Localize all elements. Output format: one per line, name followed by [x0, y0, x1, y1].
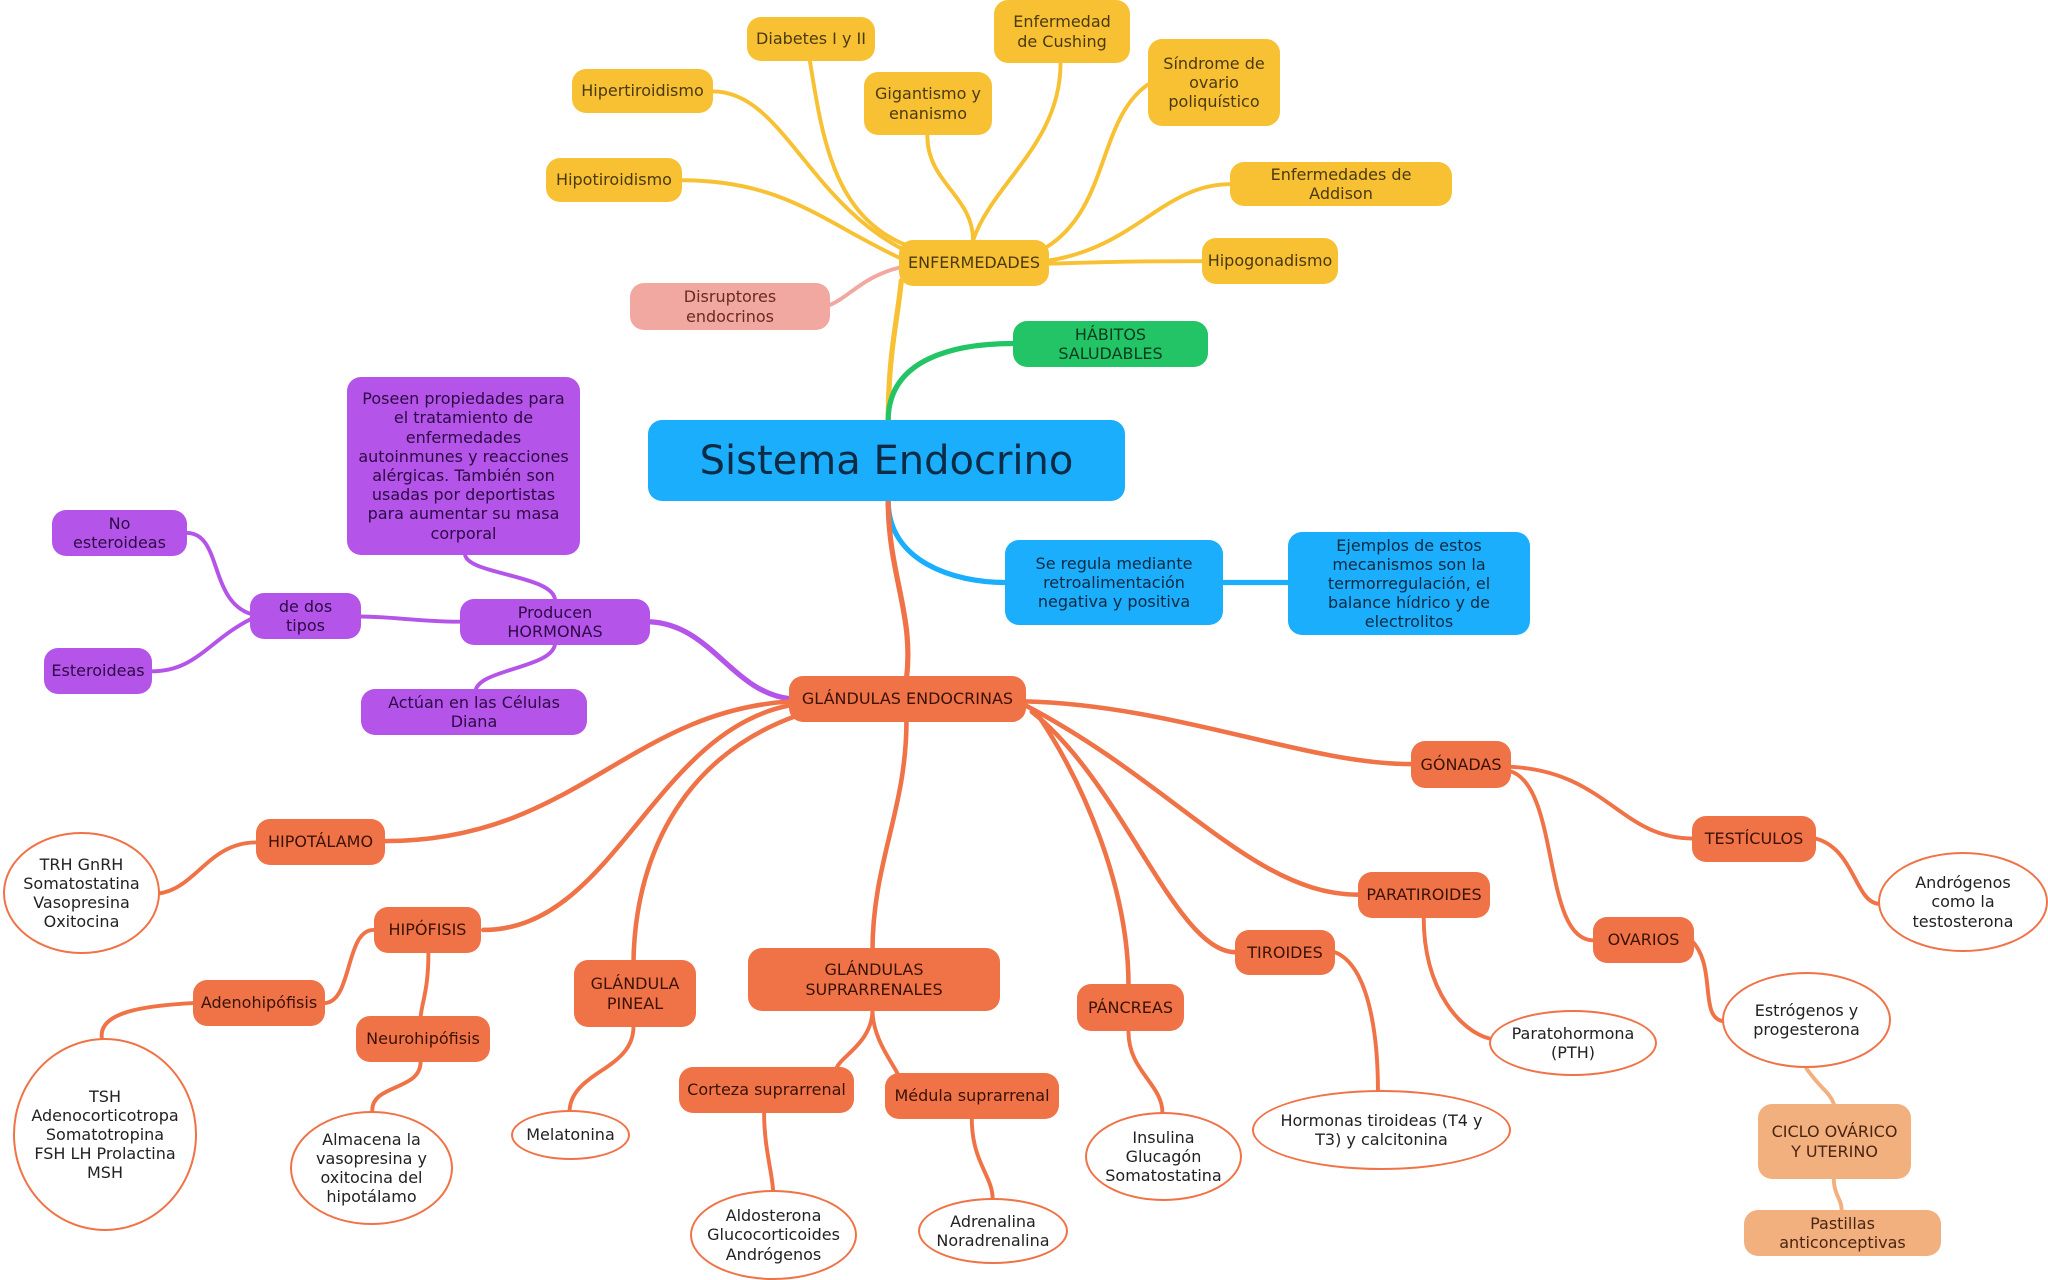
node-adenohipofisis[interactable]: Adenohipófisis [193, 980, 325, 1026]
link-adeno-hormonas [99, 1001, 196, 1041]
node-disruptores[interactable]: Disruptores endocrinos [630, 283, 830, 330]
link-hipotalamo-hormonas [157, 840, 258, 896]
link-corteza-hormonas [762, 1110, 776, 1196]
link-hormonas-propiedades [463, 551, 558, 603]
link-ciclo-pastillas [1831, 1176, 1844, 1212]
node-hipofisis[interactable]: HIPÓFISIS [374, 907, 481, 953]
node-neurohipofisis[interactable]: Neurohipófisis [356, 1016, 490, 1062]
link-pineal-melatonina [567, 1024, 636, 1115]
link-testiculos-hormonas [1813, 836, 1881, 906]
link-central-glandulas [885, 497, 911, 682]
node-pastillas-anticonceptivas[interactable]: Pastillas anticonceptivas [1744, 1210, 1941, 1256]
node-paratiroides[interactable]: PARATIROIDES [1358, 872, 1490, 918]
node-adeno-hormonas[interactable]: TSH Adenocorticotropa Somatotropina FSH … [13, 1038, 197, 1231]
node-medula-hormonas[interactable]: Adrenalina Noradrenalina [918, 1198, 1068, 1264]
node-no-esteroideas[interactable]: No esteroideas [52, 510, 187, 556]
node-glandulas-endocrinas[interactable]: GLÁNDULAS ENDOCRINAS [789, 676, 1026, 722]
link-glandulas-hormonas [646, 619, 793, 702]
link-gl-pineal [631, 713, 800, 969]
node-addison[interactable]: Enfermedades de Addison [1230, 162, 1452, 206]
node-melatonina[interactable]: Melatonina [511, 1110, 630, 1160]
node-gonadas[interactable]: GÓNADAS [1411, 741, 1511, 788]
link-hormonas-diana [473, 640, 558, 695]
link-hormonas-tipos [358, 614, 462, 624]
node-producen-hormonas[interactable]: Producen HORMONAS [460, 599, 650, 645]
link-paratiroides-hormona [1421, 914, 1491, 1041]
link-gonadas-ovarios [1506, 768, 1596, 943]
node-pancreas[interactable]: PÁNCREAS [1077, 984, 1184, 1031]
node-tiroides-hormonas[interactable]: Hormonas tiroideas (T4 y T3) y calcitoni… [1252, 1090, 1511, 1170]
link-enf-disruptores [826, 265, 901, 308]
link-gl-suprarrenales [870, 718, 909, 954]
node-glandula-pineal[interactable]: GLÁNDULA PINEAL [574, 960, 696, 1027]
node-glandulas-suprarrenales[interactable]: GLÁNDULAS SUPRARRENALES [748, 948, 1000, 1011]
link-tipos-ester [149, 617, 253, 674]
node-diabetes[interactable]: Diabetes I y II [747, 17, 875, 61]
link-gl-hipotalamo [381, 699, 793, 844]
node-tiroides[interactable]: TIROIDES [1235, 930, 1335, 975]
node-hipogonadismo[interactable]: Hipogonadismo [1202, 238, 1338, 284]
link-pancreas-hormonas [1126, 1029, 1165, 1115]
node-regulacion[interactable]: Se regula mediante retroalimentación neg… [1005, 540, 1223, 625]
node-ovarios-hormonas[interactable]: Estrógenos y progesterona [1722, 972, 1891, 1068]
link-tiroides-hormonas [1332, 950, 1380, 1093]
link-enf-hipertiroidismo [711, 89, 917, 257]
node-celulas-diana[interactable]: Actúan en las Células Diana [361, 689, 587, 735]
link-enf-diabetes [807, 58, 917, 251]
node-corteza-suprarrenal[interactable]: Corteza suprarrenal [679, 1067, 854, 1113]
node-habitos-saludables[interactable]: HÁBITOS SALUDABLES [1013, 321, 1208, 367]
node-dos-tipos[interactable]: de dos tipos [250, 593, 361, 639]
node-esteroideas[interactable]: Esteroideas [44, 648, 152, 694]
node-paratohormona[interactable]: Paratohormona (PTH) [1489, 1010, 1657, 1076]
link-medula-hormonas [969, 1116, 995, 1201]
node-cushing[interactable]: Enfermedad de Cushing [994, 0, 1130, 63]
link-enf-gigantismo [925, 133, 976, 243]
link-gl-paratiroides [1023, 703, 1361, 897]
central-topic[interactable]: Sistema Endocrino [648, 420, 1125, 501]
node-medula-suprarrenal[interactable]: Médula suprarrenal [885, 1073, 1059, 1119]
node-sindrome-ovario[interactable]: Síndrome de ovario poliquístico [1148, 39, 1280, 126]
link-enf-sindrome [1042, 81, 1152, 251]
link-gonadas-testiculos [1506, 764, 1695, 841]
link-ovarios-hormonas [1689, 938, 1727, 1024]
node-testiculos-hormonas[interactable]: Andrógenos como la testosterona [1878, 852, 2048, 952]
node-ejemplos-mecanismos[interactable]: Ejemplos de estos mecanismos son la term… [1288, 532, 1530, 635]
node-hipertiroidismo[interactable]: Hipertiroidismo [572, 69, 713, 113]
link-supra-corteza [833, 1007, 875, 1073]
link-hipofisis-neuro [418, 951, 431, 1021]
node-hipotalamo-hormonas[interactable]: TRH GnRH Somatostatina Vasopresina Oxito… [3, 832, 160, 954]
link-gl-pancreas [1036, 713, 1131, 988]
link-gl-hipofisis [480, 703, 793, 933]
node-ovarios[interactable]: OVARIOS [1593, 917, 1694, 963]
node-gigantismo[interactable]: Gigantismo y enanismo [864, 72, 992, 135]
link-central-habitos [885, 340, 1017, 424]
node-testiculos[interactable]: TESTÍCULOS [1692, 816, 1816, 862]
link-enf-hipogonadismo [1042, 259, 1204, 266]
link-enf-cushing [971, 60, 1063, 243]
link-ovarios-ciclo [1804, 1066, 1836, 1106]
link-enf-addison [1042, 182, 1233, 264]
node-corteza-hormonas[interactable]: Aldosterona Glucocorticoides Andrógenos [690, 1190, 857, 1280]
link-gl-tiroides [1029, 709, 1238, 955]
node-ciclo-ovarico[interactable]: CICLO OVÁRICO Y UTERINO [1758, 1104, 1911, 1179]
link-hipofisis-adeno [321, 927, 376, 1006]
node-neuro-funcion[interactable]: Almacena la vasopresina y oxitocina del … [290, 1111, 453, 1225]
node-propiedades[interactable]: Poseen propiedades para el tratamiento d… [347, 377, 580, 555]
link-gl-gonadas [1023, 699, 1413, 767]
node-pancreas-hormonas[interactable]: Insulina Glucagón Somatostatina [1085, 1112, 1242, 1201]
link-enf-hipotiroidismo [679, 178, 904, 261]
node-hipotiroidismo[interactable]: Hipotiroidismo [546, 158, 682, 202]
link-tipos-noester [184, 530, 253, 616]
node-hipotalamo[interactable]: HIPOTÁLAMO [256, 819, 385, 865]
link-neuro-funcion [370, 1059, 423, 1113]
link-central-regulacion [885, 497, 1009, 586]
node-enfermedades[interactable]: ENFERMEDADES [899, 240, 1049, 286]
